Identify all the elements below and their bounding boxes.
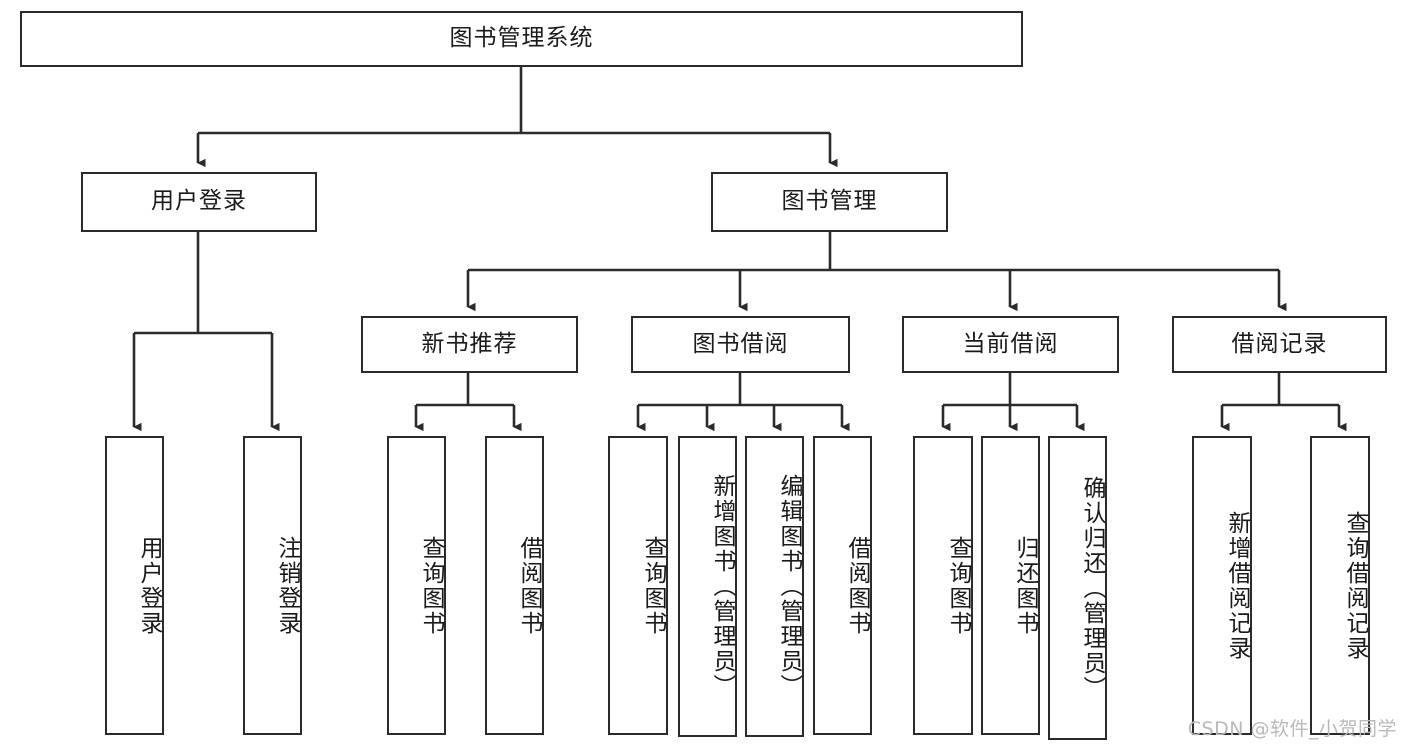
node-book-borrow[interactable]: 图书借阅 [631,316,850,373]
leaf-book-borrow-edit[interactable]: 编辑图书（管理员） [745,436,804,737]
leaf-label: 查询图书 [640,535,666,636]
node-current-borrow[interactable]: 当前借阅 [902,316,1119,373]
node-borrow-record[interactable]: 借阅记录 [1172,316,1387,373]
watermark-text: CSDN @软件_小贺同学 [1187,718,1397,740]
leaf-new-book-query[interactable]: 查询图书 [387,436,446,735]
leaf-label: 查询图书 [418,535,444,636]
node-user-login[interactable]: 用户登录 [81,172,317,232]
leaf-label: 用户登录 [136,535,162,636]
node-new-book-recommend-label: 新书推荐 [421,330,518,357]
leaf-label: 新增借阅记录 [1224,510,1250,661]
node-book-management[interactable]: 图书管理 [711,172,948,232]
node-current-borrow-label: 当前借阅 [962,330,1059,357]
leaf-label: 查询图书 [945,535,971,636]
node-root-label: 图书管理系统 [449,25,594,52]
leaf-label: 归还图书 [1012,535,1038,636]
leaf-borrow-record-add[interactable]: 新增借阅记录 [1192,436,1252,735]
node-user-login-label: 用户登录 [151,188,247,215]
node-borrow-record-label: 借阅记录 [1231,330,1328,357]
leaf-label: 编辑图书（管理员） [776,474,802,699]
leaf-user-login-logout[interactable]: 注销登录 [243,436,302,735]
node-book-management-label: 图书管理 [781,188,878,215]
leaf-user-login-login[interactable]: 用户登录 [105,436,164,735]
node-new-book-recommend[interactable]: 新书推荐 [361,316,578,373]
leaf-book-borrow-add[interactable]: 新增图书（管理员） [678,436,737,737]
node-root-system[interactable]: 图书管理系统 [20,11,1023,67]
leaf-label: 借阅图书 [844,535,870,636]
leaf-current-borrow-return[interactable]: 归还图书 [981,436,1040,735]
leaf-label: 查询借阅记录 [1342,510,1368,661]
leaf-borrow-record-query[interactable]: 查询借阅记录 [1310,436,1370,735]
leaf-current-borrow-query[interactable]: 查询图书 [913,436,973,735]
leaf-label: 新增图书（管理员） [709,474,735,699]
leaf-current-borrow-confirm-return[interactable]: 确认归还（管理员） [1048,436,1107,740]
leaf-label: 注销登录 [274,535,300,636]
leaf-book-borrow-borrow[interactable]: 借阅图书 [813,436,872,735]
leaf-book-borrow-query[interactable]: 查询图书 [608,436,668,735]
leaf-new-book-borrow[interactable]: 借阅图书 [485,436,544,735]
node-book-borrow-label: 图书借阅 [692,330,789,357]
leaf-label: 确认归还（管理员） [1079,475,1105,701]
leaf-label: 借阅图书 [516,535,542,636]
